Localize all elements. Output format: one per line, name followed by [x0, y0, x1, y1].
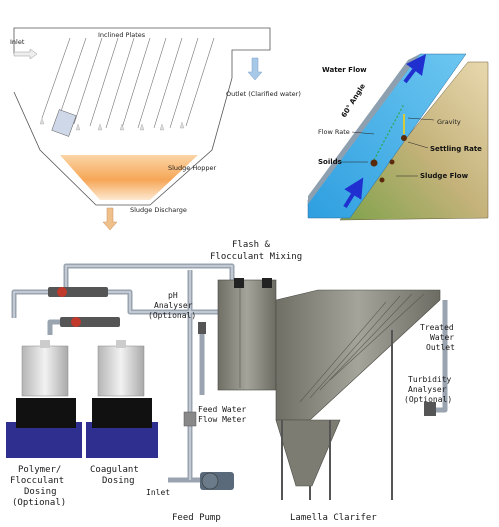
plate-band [339, 61, 489, 221]
coagulant-tank [86, 340, 158, 458]
sludge-hopper-label: Sludge Hopper [168, 164, 216, 172]
clarifier-outline [13, 27, 271, 206]
feed-water-meter-label: Feed Water Flow Meter [198, 405, 251, 424]
inclined-plates [41, 37, 215, 129]
outlet-arrow [247, 57, 263, 81]
inlet-label: Inlet [10, 38, 25, 46]
polymer-tank [6, 340, 82, 458]
flash-mixing-tank [217, 278, 277, 391]
lamella-clarifier-label: Lamella Clarifer [290, 513, 377, 523]
flash-mixing-label: Flash & Flocculant Mixing [210, 240, 302, 262]
feed-pump-label: Feed Pump [172, 513, 221, 523]
inlet-label-system: Inlet [146, 488, 170, 497]
flow-meter [183, 411, 197, 427]
ph-analyser [198, 322, 206, 334]
gravity-label: Gravity [437, 118, 461, 126]
sludge-hopper-fill [60, 155, 198, 200]
pipework-highlight [13, 265, 233, 480]
water-flow-label: Water Flow [322, 66, 367, 74]
coagulant-dosing-label: Coagulant Dosing [90, 465, 144, 486]
settling-rate-label: Settling Rate [430, 145, 482, 153]
detail-marker [51, 109, 77, 137]
sludge-flow-label: Sludge Flow [420, 172, 469, 180]
ph-analyser-label: pH Analyser (Optional) [148, 291, 197, 320]
sludge-discharge-label: Sludge Discharge [130, 206, 187, 214]
treated-water-label: Treated Water Outlet [420, 323, 459, 352]
inlet-arrow [13, 48, 38, 60]
feed-pump [200, 472, 234, 490]
system-diagram: Flash & Flocculant Mixing pH Analyser (O… [6, 240, 459, 523]
lamella-clarifier [275, 289, 441, 500]
cross-section-diagram: Inlet Inclined Plates Outlet (Clarified … [10, 27, 301, 231]
solids-label: Soilds [318, 158, 342, 166]
turbidity-analyser-label: Turbidity Analyser (Optional) [404, 375, 456, 404]
flow-rate-label: Flow Rate [318, 128, 350, 136]
coagulant-dosing-pump [60, 317, 120, 327]
upper-plate [308, 54, 420, 204]
plate-detail-diagram: Water Flow 60° Angle Gravity Flow Rate S… [307, 53, 489, 221]
sludge-discharge-arrow [102, 207, 118, 231]
outlet-label: Outlet (Clarified water) [226, 90, 301, 98]
inclined-plates-label: Inclined Plates [98, 31, 146, 39]
turbidity-analyser [424, 402, 436, 416]
angle-label: 60° Angle [340, 82, 367, 119]
polymer-dosing-label: Polymer/ Flocculant Dosing (Optional) [10, 465, 70, 508]
